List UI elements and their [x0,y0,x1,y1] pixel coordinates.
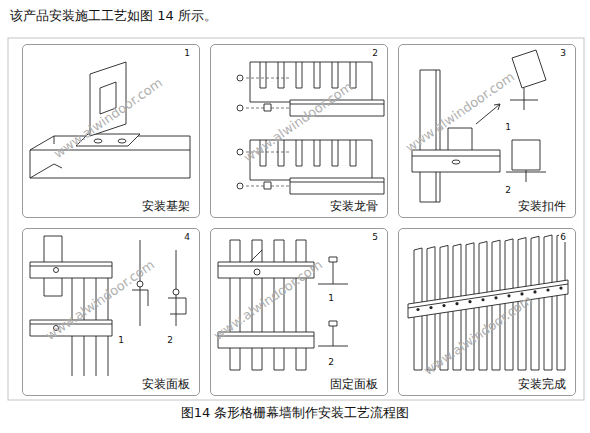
panel-install-art [30,236,186,376]
step-number: 2 [371,49,379,58]
caption-row: 图14 条形格栅幕墙制作安装工艺流程图 [0,404,590,422]
rivet [455,302,458,305]
base-frame-art [118,139,126,143]
rivet [468,300,471,303]
step-label: 安装基架 [141,199,191,213]
step-label: 安装扣件 [517,199,567,213]
clip-art [512,50,546,88]
keel-art [264,182,271,189]
panel-install-art [30,266,112,267]
base-frame-art [30,62,190,178]
callout-number: 2 [166,336,174,345]
fix-panel-art [218,336,314,337]
clip-art [412,150,500,172]
clip-art [412,156,500,157]
rivet [416,308,419,311]
fix-panel-art [254,269,260,275]
keel-art [237,105,243,111]
rivet [429,306,432,309]
rivet [494,296,497,299]
rivet [546,288,549,291]
fix-panel-art [218,240,348,370]
grille-picket [544,235,552,370]
finished-grille-art [408,234,568,370]
callout-number: 2 [504,186,512,195]
keel-slot [332,140,338,166]
keel-art [290,178,384,194]
callout-number: 1 [504,123,512,132]
keel-art [237,183,243,189]
step-label: 安装面板 [141,377,191,391]
rivet [481,298,484,301]
keel-art [237,75,243,81]
step-number: 1 [183,49,191,58]
step-number: 4 [183,233,191,242]
fix-panel-art [274,240,284,370]
rivet [559,286,562,289]
heading: 该产品安装施工工艺如图 14 所示。 [10,7,217,25]
step-label: 安装龙骨 [329,199,379,213]
step-number: 3 [559,49,567,58]
step-panel: 2 安装龙骨 [210,44,388,218]
fix-panel-art [329,321,337,326]
keel-art [264,104,271,111]
callout-number: 1 [117,336,125,345]
callout-number: 2 [327,358,335,367]
rivet [507,294,510,297]
keel-slot [314,62,320,88]
step-label: 安装完成 [517,377,567,391]
keel-slot [314,140,320,166]
finished-grille-art [408,284,568,308]
keel-art [237,62,384,194]
clip-art [510,88,538,110]
keel-slot [296,140,302,166]
clip-art [506,170,546,182]
keel-slot [260,62,266,88]
clip-art [512,140,540,170]
fix-panel-art [230,240,240,370]
clip-art [452,160,460,164]
fix-panel-art [329,257,337,262]
figure-caption: 图14 条形格栅幕墙制作安装工艺流程图 [181,405,410,420]
panel-install-art [30,262,112,278]
panel-install-art [54,268,59,273]
base-frame-art [94,139,102,143]
clip-art [448,128,472,150]
figure-frame [8,38,584,400]
fix-panel-art [296,240,306,370]
grille-picket [557,234,565,370]
step-panel: 1 安装基架 [22,44,200,218]
rivet [442,304,445,307]
callout-number: 1 [327,294,335,303]
step-label: 固定面板 [329,377,379,391]
keel-art [250,62,372,102]
step-panel: 4 安装面板 [22,228,200,396]
keel-slot [296,62,302,88]
finished-grille-art [416,286,562,311]
fix-panel-art [318,326,348,346]
keel-slot [350,140,356,166]
keel-slot [278,62,284,88]
keel-art [290,182,384,183]
panel-install-art [173,289,179,295]
step-number: 5 [371,233,379,242]
rivet [533,290,536,293]
fix-panel-art [218,266,314,267]
panel-install-art [132,240,186,326]
fix-panel-art [250,250,262,262]
fix-panel-art [218,332,314,348]
finished-grille-art [408,280,568,318]
step-number: 6 [559,233,567,242]
